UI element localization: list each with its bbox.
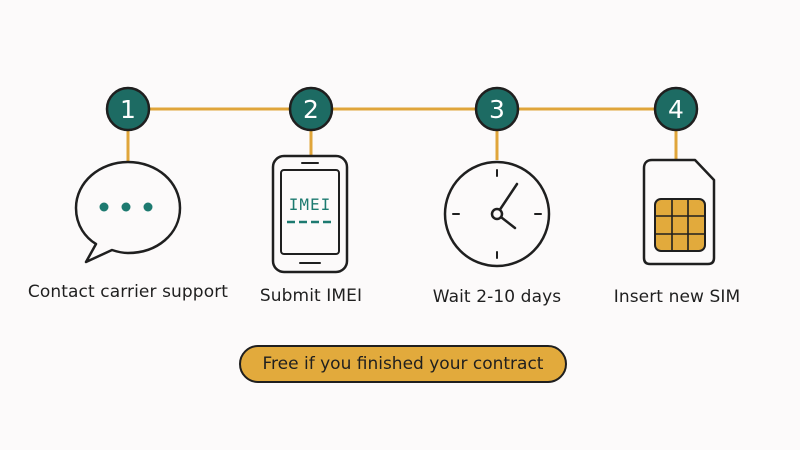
- step-label-1: Contact carrier support: [27, 282, 229, 302]
- clock-icon: [443, 160, 551, 268]
- step-marker-4: 4: [653, 86, 699, 132]
- step-label-2: Submit IMEI: [259, 286, 363, 306]
- step-marker-1: 1: [105, 86, 151, 132]
- step-number-2: 2: [303, 95, 319, 124]
- step-marker-2: 2: [288, 86, 334, 132]
- step-number-3: 3: [489, 95, 505, 124]
- step-marker-3: 3: [474, 86, 520, 132]
- sim-card-icon: [642, 158, 716, 266]
- free-unlock-banner: Free if you finished your contract: [239, 345, 567, 383]
- step-number-4: 4: [668, 95, 684, 124]
- banner-text: Free if you finished your contract: [262, 354, 544, 374]
- phone-icon: IMEI: [271, 154, 349, 274]
- step-label-3: Wait 2-10 days: [432, 287, 562, 307]
- step-label-4: Insert new SIM: [613, 287, 741, 307]
- step-number-1: 1: [120, 95, 136, 124]
- phone-screen-text: IMEI: [289, 195, 332, 214]
- sim-chip-icon: [654, 198, 706, 252]
- chat-bubble-icon: [74, 160, 182, 264]
